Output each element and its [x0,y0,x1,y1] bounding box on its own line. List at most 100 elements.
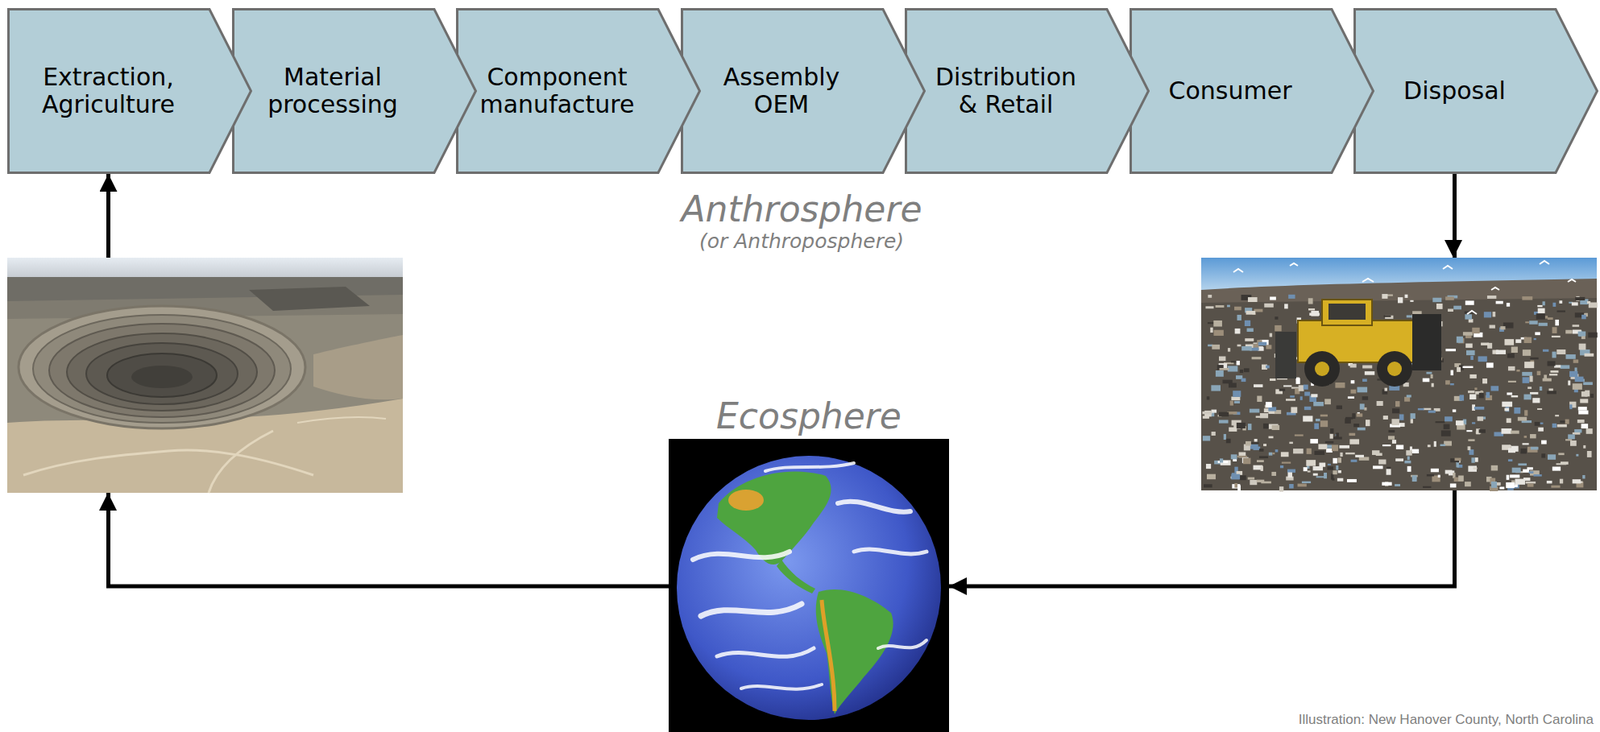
trash-piece [1381,294,1388,299]
trash-piece [1218,419,1229,423]
trash-piece [1362,365,1373,369]
trash-piece [1583,381,1593,386]
trash-piece [1268,452,1273,456]
chevron-outline [8,9,252,174]
pit-floor [131,365,193,389]
trash-piece [1327,464,1331,466]
trash-piece [1558,300,1563,304]
trash-piece [1384,388,1388,392]
cloud [717,648,814,657]
trash-piece [1227,365,1239,372]
trash-piece [1436,303,1443,310]
trash-piece [1213,320,1223,328]
trash-piece [1537,305,1542,307]
trash-piece [1355,455,1364,458]
trash-piece [1579,398,1588,403]
trash-piece [1558,452,1564,456]
trash-piece [1527,483,1534,487]
trash-piece [1412,475,1418,482]
trash-piece [1506,302,1510,307]
trash-piece [1249,480,1257,485]
process-chevron: Disposal [1353,8,1599,175]
trash-piece [1382,444,1391,447]
trash-piece [1332,458,1337,465]
trash-piece [1256,396,1262,403]
trash-piece [1482,378,1488,384]
trash-piece [1326,466,1334,470]
trash-piece [1464,314,1472,320]
trash-piece [1524,435,1528,439]
trash-piece [1307,470,1311,473]
trash-piece [1409,300,1414,303]
trash-piece [1215,370,1224,378]
trash-piece [1587,301,1591,304]
trash-piece [1303,385,1309,390]
trash-piece [1372,465,1384,469]
trash-piece [1254,439,1258,442]
chevron-text-area: Distribution & Retail [904,8,1107,175]
trash-piece [1236,360,1240,365]
trash-piece [1310,310,1319,317]
trash-piece [1237,344,1242,348]
trash-piece [1508,447,1516,453]
trash-piece [1230,400,1234,406]
gull [1467,310,1477,315]
trash-piece [1271,472,1277,477]
trash-piece [1565,419,1570,425]
trash-piece [1469,393,1476,400]
trash-piece [1522,469,1530,473]
desert [728,489,764,511]
landfill-photo [1201,257,1598,493]
trash-piece [1450,483,1457,488]
trash-piece [1578,410,1588,415]
trash-piece [1249,409,1260,414]
trash-piece [1227,348,1231,353]
trash-piece [1423,408,1432,411]
trash-piece [1287,472,1292,478]
trash-piece [1467,439,1475,441]
trash-piece [1537,371,1542,376]
sphere-node: Ecosphere [668,394,950,732]
stage-label: Consumer [1168,77,1293,106]
trash-piece [1565,354,1576,360]
trash-piece [1351,460,1358,463]
trash-piece [1344,418,1352,423]
clouds [692,463,927,690]
trash-piece [1572,324,1580,328]
trash-piece [1508,381,1517,383]
trash-piece [1467,465,1477,472]
trash-piece [1228,427,1237,432]
pit-bench [33,315,291,423]
trash-piece [1500,428,1512,435]
trash-piece [1313,473,1319,477]
process-chevron: Extraction, Agriculture [7,8,253,175]
trash-piece [1506,475,1510,481]
trash-piece [1590,393,1594,398]
trash-piece [1284,303,1289,309]
chevron-text-area: Consumer [1129,8,1332,175]
trash-piece [1547,454,1556,460]
trash-piece [1410,413,1416,419]
trash-piece [1362,378,1368,382]
trash-piece [1483,311,1492,318]
trash-piece [1378,460,1386,465]
trash-piece [1517,417,1527,422]
trash-piece [1203,484,1213,488]
trash-piece [1504,339,1515,346]
landfill-ground [1201,257,1597,491]
trash-piece [1524,361,1534,369]
trash-piece [1453,306,1462,311]
trash-piece [1551,335,1561,338]
trash-piece [1256,460,1265,463]
trash-piece [1542,349,1549,353]
trash-piece [1581,315,1587,320]
trash-piece [1302,415,1313,422]
trash-piece [1583,445,1586,449]
trash-piece [1504,408,1509,412]
trash-piece [1527,386,1532,390]
trash-piece [1313,423,1319,430]
trash-piece [1516,369,1520,373]
gulls [1233,261,1576,315]
trash-piece [1427,444,1431,448]
trash-piece [1269,378,1276,382]
